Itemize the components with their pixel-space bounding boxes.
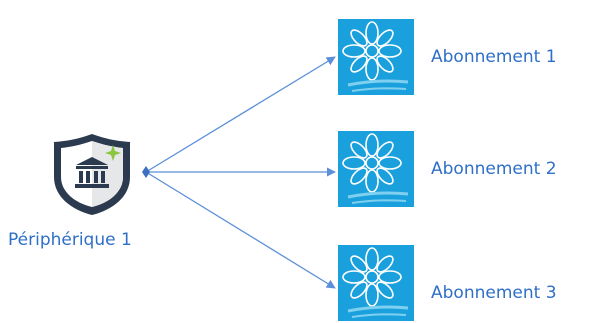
connector-origin-diamond (142, 166, 150, 178)
connector-subscription-3 (145, 171, 336, 289)
subscription-label: Abonnement 2 (431, 159, 557, 179)
shield-bank-icon (54, 134, 130, 215)
subscription-flower-icon (338, 19, 414, 95)
connector-subscription-1 (145, 56, 336, 173)
subscription-label: Abonnement 1 (431, 47, 557, 67)
subscription-flower-icon (338, 131, 414, 207)
subscription-label: Abonnement 3 (431, 283, 557, 303)
device-label: Périphérique 1 (8, 230, 132, 250)
subscription-flower-icon (338, 245, 414, 321)
